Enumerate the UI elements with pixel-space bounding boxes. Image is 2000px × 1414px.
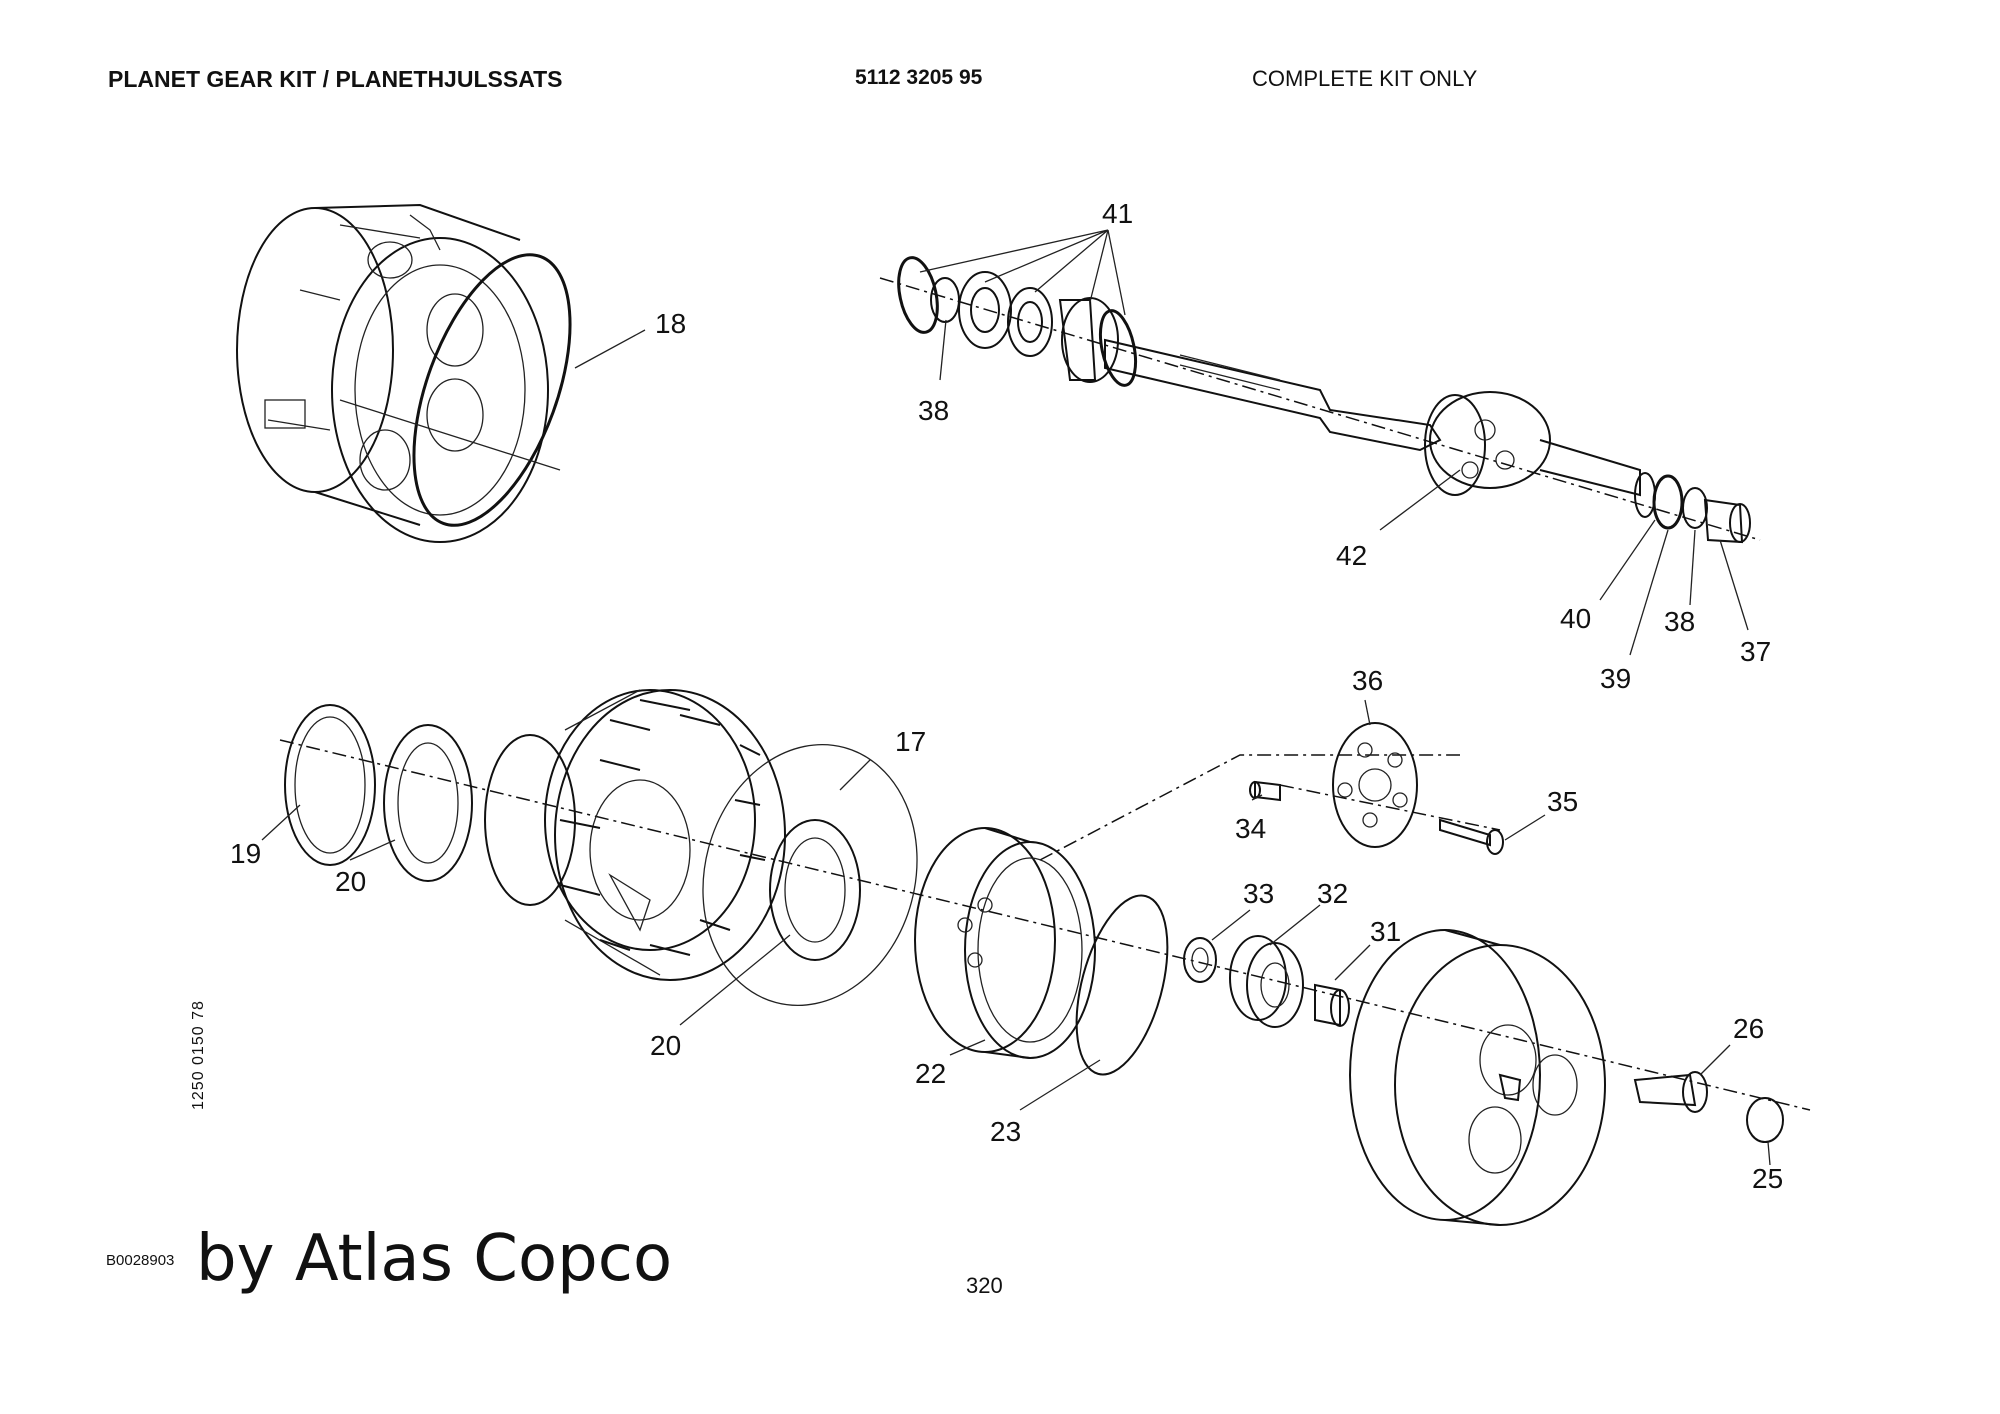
callout-19: 19 bbox=[230, 838, 262, 869]
callout-33: 33 bbox=[1243, 878, 1275, 909]
leader-lines-upper bbox=[574, 229, 1749, 656]
callout-35: 35 bbox=[1547, 786, 1579, 817]
bolt-35 bbox=[1439, 818, 1504, 855]
callout-38b: 38 bbox=[1664, 606, 1696, 637]
thrust-washer-33 bbox=[1183, 937, 1217, 983]
callout-31: 31 bbox=[1370, 916, 1402, 947]
planet-carrier-cover bbox=[1349, 929, 1606, 1226]
kit-note: COMPLETE KIT ONLY bbox=[1252, 66, 1478, 91]
vertical-drawing-code: 1250 0150 78 bbox=[190, 1000, 207, 1110]
leader-lines-lower bbox=[261, 699, 1771, 1166]
bearing-set-41 bbox=[897, 256, 1138, 387]
wheel-hub bbox=[484, 689, 786, 981]
axis-line-bolts bbox=[1279, 784, 1501, 831]
callout-38: 38 bbox=[918, 395, 950, 426]
callout-42: 42 bbox=[1336, 540, 1368, 571]
callout-25: 25 bbox=[1752, 1163, 1784, 1194]
kit-title: PLANET GEAR KIT / PLANETHJULSSATS bbox=[108, 66, 563, 92]
callout-32: 32 bbox=[1317, 878, 1349, 909]
drawing-code: B0028903 bbox=[106, 1252, 175, 1269]
axis-line-upper-right bbox=[1039, 754, 1460, 861]
planet-gear-32 bbox=[1229, 935, 1304, 1028]
callout-20: 20 bbox=[335, 866, 367, 897]
snap-ring-23 bbox=[1075, 894, 1169, 1076]
callout-20b: 20 bbox=[650, 1030, 682, 1061]
lock-plate-36 bbox=[1332, 722, 1418, 848]
wheel-studs bbox=[559, 699, 766, 956]
ring-gear-22 bbox=[914, 827, 1096, 1059]
callout-23: 23 bbox=[990, 1116, 1022, 1147]
carrier-42 bbox=[1424, 391, 1641, 497]
callout-17: 17 bbox=[895, 726, 927, 757]
cover-disc-25 bbox=[1746, 1097, 1784, 1143]
callout-36: 36 bbox=[1352, 665, 1384, 696]
callout-26: 26 bbox=[1733, 1013, 1765, 1044]
housing-ring-18 bbox=[412, 253, 572, 527]
axis-line-housing bbox=[339, 399, 561, 471]
part-number: 5112 3205 95 bbox=[855, 66, 983, 89]
callout-34: 34 bbox=[1235, 813, 1267, 844]
callout-41: 41 bbox=[1102, 198, 1134, 229]
axle-stub-26 bbox=[1633, 1071, 1708, 1113]
pin-34 bbox=[1249, 780, 1281, 802]
callout-18: 18 bbox=[655, 308, 687, 339]
bearing-20-inner bbox=[769, 819, 861, 961]
axis-line-shaft bbox=[879, 277, 1761, 541]
bearing-20-outer bbox=[383, 724, 473, 882]
seal-19 bbox=[284, 704, 376, 866]
planet-carrier-housing bbox=[236, 203, 549, 543]
gasket-17 bbox=[702, 743, 918, 1007]
needle-bearing-31 bbox=[1314, 983, 1350, 1027]
page-number: 320 bbox=[966, 1273, 1003, 1298]
callout-37: 37 bbox=[1740, 636, 1772, 667]
small-bearing-set bbox=[1634, 472, 1751, 544]
axis-line-lower bbox=[279, 739, 1811, 1111]
callout-40: 40 bbox=[1560, 603, 1592, 634]
callout-22: 22 bbox=[915, 1058, 947, 1089]
callout-39: 39 bbox=[1600, 663, 1632, 694]
brand-watermark: by Atlas Copco bbox=[196, 1222, 673, 1296]
